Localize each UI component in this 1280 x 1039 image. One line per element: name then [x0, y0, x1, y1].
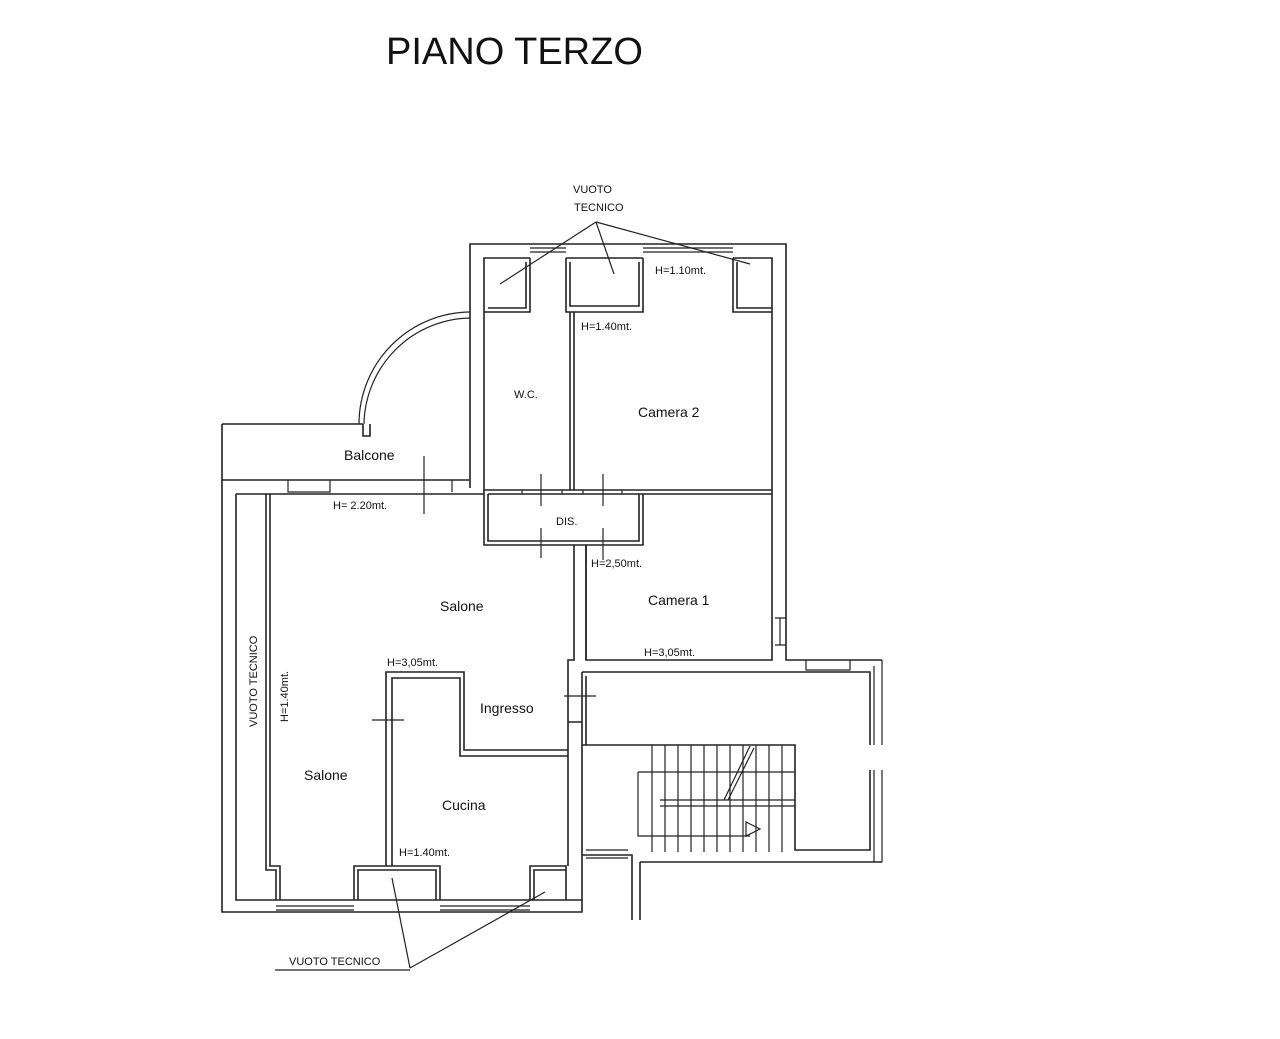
vuoto-tecnico-top-label-2: TECNICO	[574, 202, 624, 214]
room-ingresso: Ingresso	[480, 700, 534, 716]
walls	[221, 221, 883, 971]
room-cucina: Cucina	[442, 797, 486, 813]
height-cucina-bottom: H=1.40mt.	[399, 847, 450, 859]
height-camera2: H=1.40mt.	[581, 321, 632, 333]
height-cucina-top: H=3,05mt.	[387, 657, 438, 669]
height-camera1-top: H=2,50mt.	[591, 558, 642, 570]
room-dis: DIS.	[556, 516, 577, 528]
room-camera1: Camera 1	[648, 592, 710, 608]
vuoto-tecnico-top-label: VUOTO	[573, 184, 612, 196]
room-balcone: Balcone	[344, 447, 395, 463]
room-wc: W.C.	[514, 389, 538, 401]
plan-title: PIANO TERZO	[386, 31, 643, 73]
room-camera2: Camera 2	[638, 404, 700, 420]
height-camera1-bottom: H=3,05mt.	[644, 647, 695, 659]
room-salone-left: Salone	[304, 767, 348, 783]
room-salone-top: Salone	[440, 598, 484, 614]
height-vuoto-top: H=1.10mt.	[655, 265, 706, 277]
height-balcone: H= 2.20mt.	[333, 500, 387, 512]
height-salone-left: H=1.40mt.	[279, 671, 291, 722]
vuoto-tecnico-left-label: VUOTO TECNICO	[248, 635, 260, 727]
vuoto-tecnico-bottom-label: VUOTO TECNICO	[289, 956, 381, 968]
